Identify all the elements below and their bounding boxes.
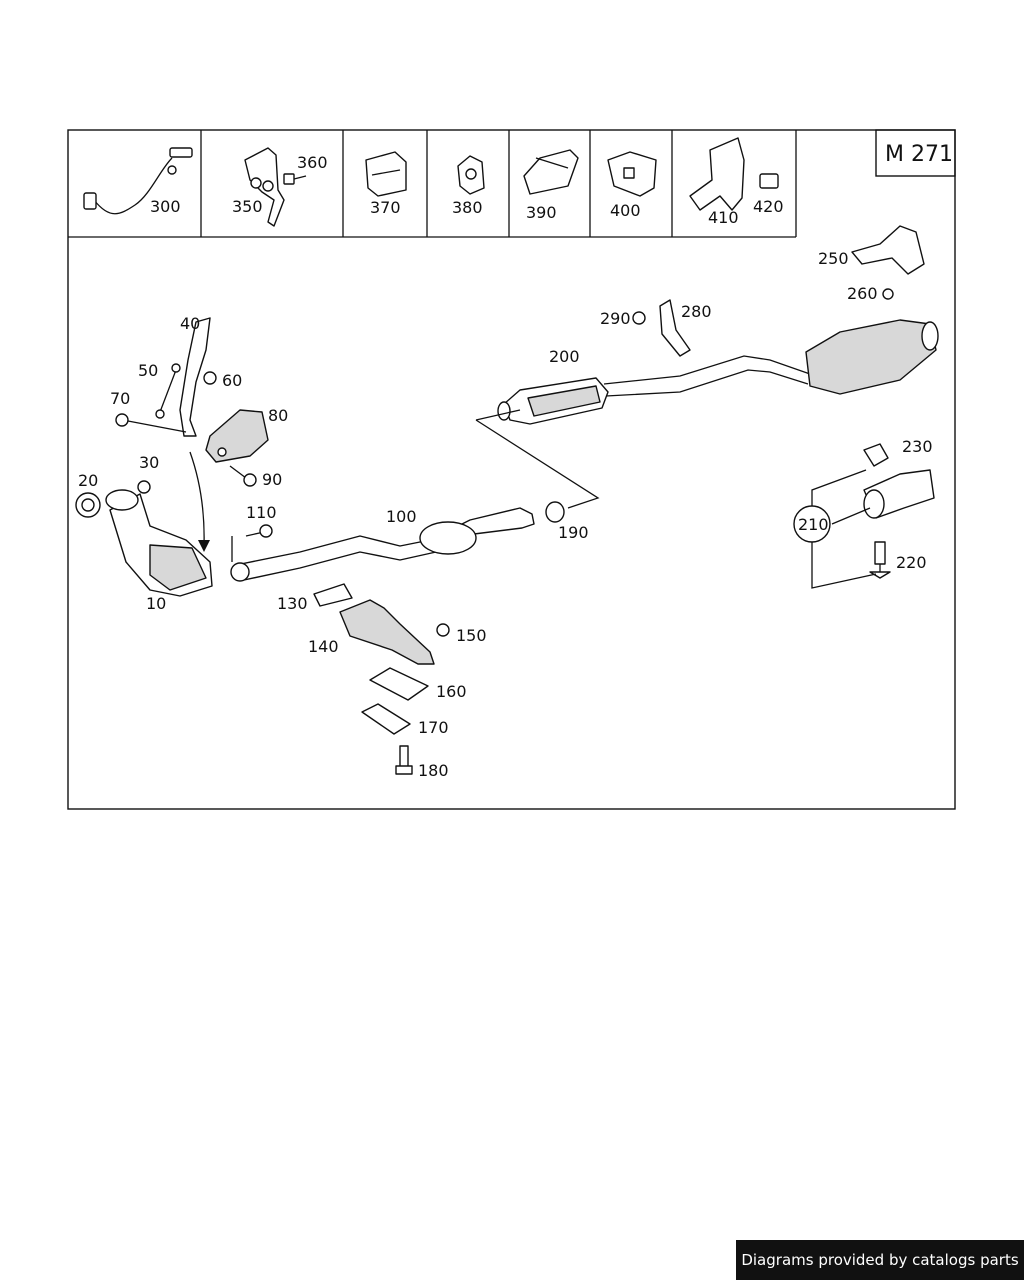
diagram-frame: [67, 129, 956, 810]
model-label: M 271: [885, 142, 953, 167]
clamp-190-part[interactable]: [545, 501, 565, 523]
bracket-410-part[interactable]: [689, 137, 745, 211]
bolt-90-part[interactable]: [229, 465, 257, 487]
nut-30-part[interactable]: [137, 480, 151, 494]
bracket-40-part[interactable]: [179, 317, 211, 437]
bracket-350-part[interactable]: [244, 147, 285, 227]
credits-footer: Diagrams provided by catalogs parts: [736, 1240, 1024, 1280]
clip-370-part[interactable]: [365, 151, 407, 197]
bolt-260-part[interactable]: [882, 288, 894, 300]
bolt-180-part[interactable]: [395, 745, 413, 775]
callout-circle-210: [793, 505, 831, 543]
assembly-arrow: [189, 451, 210, 552]
label-150: 150: [456, 626, 487, 645]
heat-shield-390-part[interactable]: [523, 149, 579, 195]
bolt-110-part[interactable]: [245, 524, 273, 538]
rubber-mount-420-part[interactable]: [759, 173, 779, 189]
label-410: 410: [708, 208, 739, 227]
top-parts-strip: [68, 130, 797, 238]
label-350: 350: [232, 197, 263, 216]
label-60: 60: [222, 371, 242, 390]
pipe-100-part[interactable]: [230, 507, 535, 582]
label-230: 230: [902, 437, 933, 456]
bracket-80-part[interactable]: [205, 409, 269, 463]
label-30: 30: [139, 453, 159, 472]
leader-lines: [231, 409, 877, 589]
label-80: 80: [268, 406, 288, 425]
label-20: 20: [78, 471, 98, 490]
tail-pipe-210-part[interactable]: [863, 469, 935, 519]
label-370: 370: [370, 198, 401, 217]
label-40: 40: [180, 314, 200, 333]
washer-60-part[interactable]: [203, 371, 217, 385]
model-box: M 271: [875, 129, 956, 177]
rear-muffler-part[interactable]: [805, 319, 939, 395]
label-220: 220: [896, 553, 927, 572]
nut-290-part[interactable]: [632, 311, 646, 325]
label-390: 390: [526, 203, 557, 222]
label-200: 200: [549, 347, 580, 366]
part-labels: 300 350 360 370 380 390 400 410 420 250 …: [78, 153, 933, 780]
clip-380-part[interactable]: [457, 155, 485, 195]
label-110: 110: [246, 503, 277, 522]
label-180: 180: [418, 761, 449, 780]
label-210: 210: [798, 515, 829, 534]
oxygen-sensor-part[interactable]: [83, 147, 193, 215]
label-250: 250: [818, 249, 849, 268]
label-70: 70: [110, 389, 130, 408]
label-260: 260: [847, 284, 878, 303]
middle-muffler-200-part[interactable]: [497, 355, 811, 425]
label-290: 290: [600, 309, 631, 328]
catalytic-converter-10-part[interactable]: [105, 489, 213, 597]
label-100: 100: [386, 507, 417, 526]
label-300: 300: [150, 197, 181, 216]
label-420: 420: [753, 197, 784, 216]
label-140: 140: [308, 637, 339, 656]
label-360: 360: [297, 153, 328, 172]
label-190: 190: [558, 523, 589, 542]
bracket-130-part[interactable]: [313, 583, 353, 607]
bolt-360-part[interactable]: [283, 173, 307, 185]
bracket-400-part[interactable]: [607, 151, 657, 197]
label-130: 130: [277, 594, 308, 613]
label-280: 280: [681, 302, 712, 321]
plate-160-part[interactable]: [369, 667, 429, 701]
plate-170-part[interactable]: [361, 703, 411, 735]
gasket-20-part[interactable]: [75, 492, 101, 518]
label-160: 160: [436, 682, 467, 701]
screw-220-part[interactable]: [869, 541, 891, 579]
label-170: 170: [418, 718, 449, 737]
hanger-250-part[interactable]: [851, 225, 925, 275]
stud-50-part[interactable]: [155, 363, 181, 419]
nut-150-part[interactable]: [436, 623, 450, 637]
label-90: 90: [262, 470, 282, 489]
label-400: 400: [610, 201, 641, 220]
clip-230-part[interactable]: [863, 443, 889, 467]
label-10: 10: [146, 594, 166, 613]
label-50: 50: [138, 361, 158, 380]
bracket-140-part[interactable]: [339, 599, 435, 665]
bolt-70-part[interactable]: [115, 413, 187, 433]
hanger-280-part[interactable]: [659, 299, 691, 357]
label-380: 380: [452, 198, 483, 217]
